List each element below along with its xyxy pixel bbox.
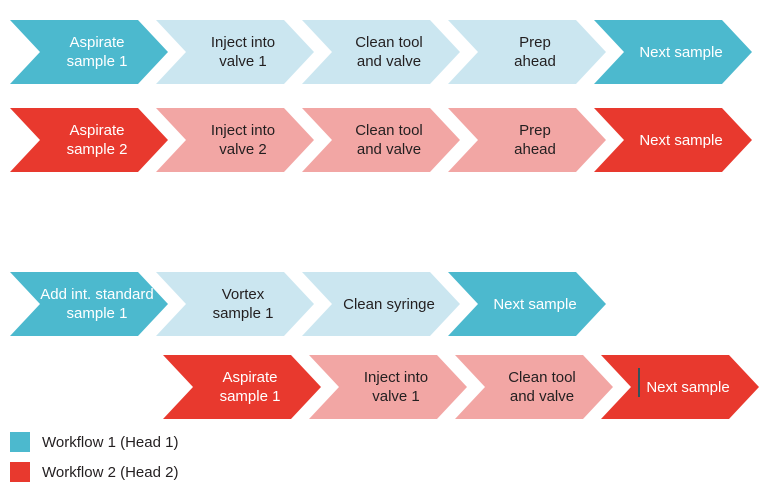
workflow-1-swatch	[10, 432, 30, 452]
step-label: Aspirate sample 1	[219, 369, 281, 405]
step-label: Next sample	[493, 295, 577, 313]
workflow1-row-top: Aspirate sample 1 Inject into valve 1 Cl…	[0, 20, 768, 84]
step-label: Inject into valve 1	[363, 369, 429, 405]
step-clean-tool-and-valve: Clean tool and valve	[302, 108, 460, 172]
workflow-2-swatch	[10, 462, 30, 482]
step-clean-syringe: Clean syringe	[302, 272, 460, 336]
step-next-sample: Next sample	[601, 355, 759, 419]
step-add-int-standard-sample-1: Add int. standard sample 1	[10, 272, 168, 336]
workflow2-row-top: Aspirate sample 2 Inject into valve 2 Cl…	[0, 108, 768, 172]
step-label: Prep ahead	[514, 122, 556, 158]
text-cursor	[638, 368, 640, 397]
step-label: Inject into valve 1	[210, 34, 276, 70]
legend-item-workflow-2: Workflow 2 (Head 2)	[10, 462, 178, 482]
step-label: Next sample	[646, 378, 730, 396]
step-inject-into-valve-1: Inject into valve 1	[309, 355, 467, 419]
step-aspirate-sample-1: Aspirate sample 1	[10, 20, 168, 84]
step-label: Aspirate sample 1	[66, 34, 128, 70]
step-label: Add int. standard sample 1	[40, 286, 154, 322]
step-label: Next sample	[639, 43, 723, 61]
step-clean-tool-and-valve: Clean tool and valve	[455, 355, 613, 419]
step-label: Clean tool and valve	[355, 122, 423, 158]
workflow2-row-bottom: Aspirate sample 1 Inject into valve 1 Cl…	[0, 355, 768, 419]
step-clean-tool-and-valve: Clean tool and valve	[302, 20, 460, 84]
step-label: Inject into valve 2	[210, 122, 276, 158]
step-label: Prep ahead	[514, 34, 556, 70]
step-label: Clean tool and valve	[355, 34, 423, 70]
step-label: Clean tool and valve	[508, 369, 576, 405]
legend-item-workflow-1: Workflow 1 (Head 1)	[10, 432, 178, 452]
step-vortex-sample-1: Vortex sample 1	[156, 272, 314, 336]
step-label: Next sample	[639, 131, 723, 149]
step-next-sample: Next sample	[594, 20, 752, 84]
step-inject-into-valve-1: Inject into valve 1	[156, 20, 314, 84]
step-label: Clean syringe	[343, 295, 435, 313]
step-label: Vortex sample 1	[212, 286, 274, 322]
step-prep-ahead: Prep ahead	[448, 20, 606, 84]
step-aspirate-sample-1: Aspirate sample 1	[163, 355, 321, 419]
step-prep-ahead: Prep ahead	[448, 108, 606, 172]
step-label: Aspirate sample 2	[66, 122, 128, 158]
legend-label-workflow-1: Workflow 1 (Head 1)	[42, 433, 179, 451]
step-inject-into-valve-2: Inject into valve 2	[156, 108, 314, 172]
step-next-sample: Next sample	[594, 108, 752, 172]
workflow1-row-bottom: Add int. standard sample 1 Vortex sample…	[0, 272, 768, 336]
step-next-sample: Next sample	[448, 272, 606, 336]
legend-label-workflow-2: Workflow 2 (Head 2)	[42, 463, 179, 481]
step-aspirate-sample-2: Aspirate sample 2	[10, 108, 168, 172]
